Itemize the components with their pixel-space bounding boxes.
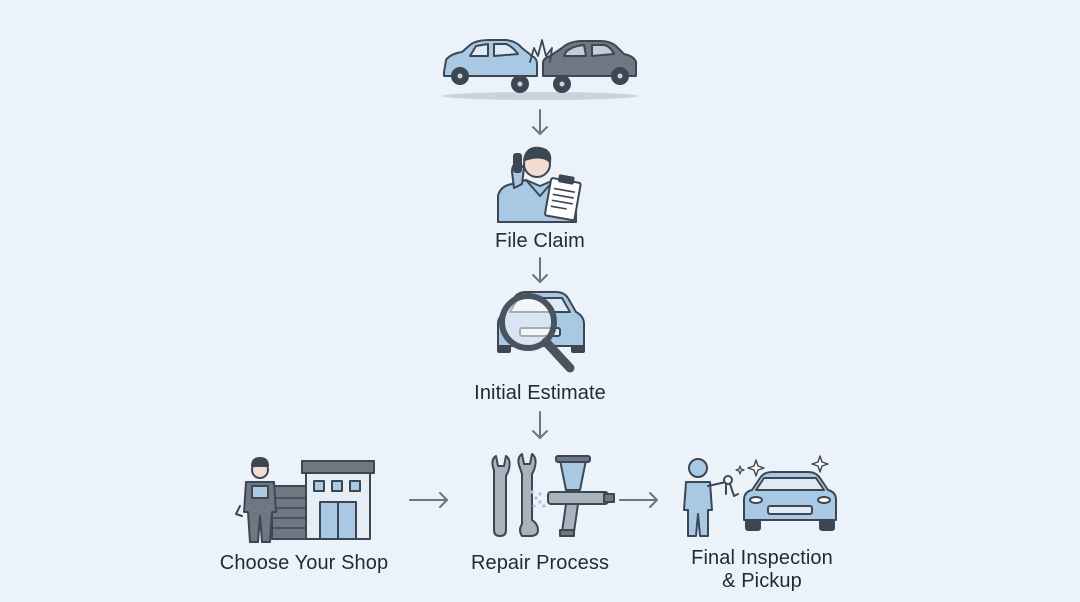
arrow-collision-to-claim	[532, 109, 548, 135]
car-collision-icon	[442, 39, 638, 100]
step-label-file-claim: File Claim	[495, 230, 585, 252]
step-label-choose-shop: Choose Your Shop	[219, 552, 389, 574]
person-phone-clipboard-icon	[497, 146, 582, 223]
arrow-repair-to-final	[619, 492, 658, 508]
step-label-final-inspection: Final Inspection	[691, 547, 833, 569]
step-label-pickup: & Pickup	[722, 570, 802, 592]
step-label-initial-estimate: Initial Estimate	[474, 382, 606, 404]
magnifier-car-icon	[497, 291, 585, 373]
mechanic-garage-icon	[235, 457, 375, 543]
step-label-repair-process: Repair Process	[470, 552, 610, 574]
arrow-estimate-to-repair	[532, 411, 548, 439]
arrow-shop-to-repair	[409, 492, 448, 508]
wrenches-spray-gun-icon	[491, 453, 615, 537]
arrow-claim-to-estimate	[532, 257, 548, 283]
person-keys-car-icon	[683, 455, 837, 537]
